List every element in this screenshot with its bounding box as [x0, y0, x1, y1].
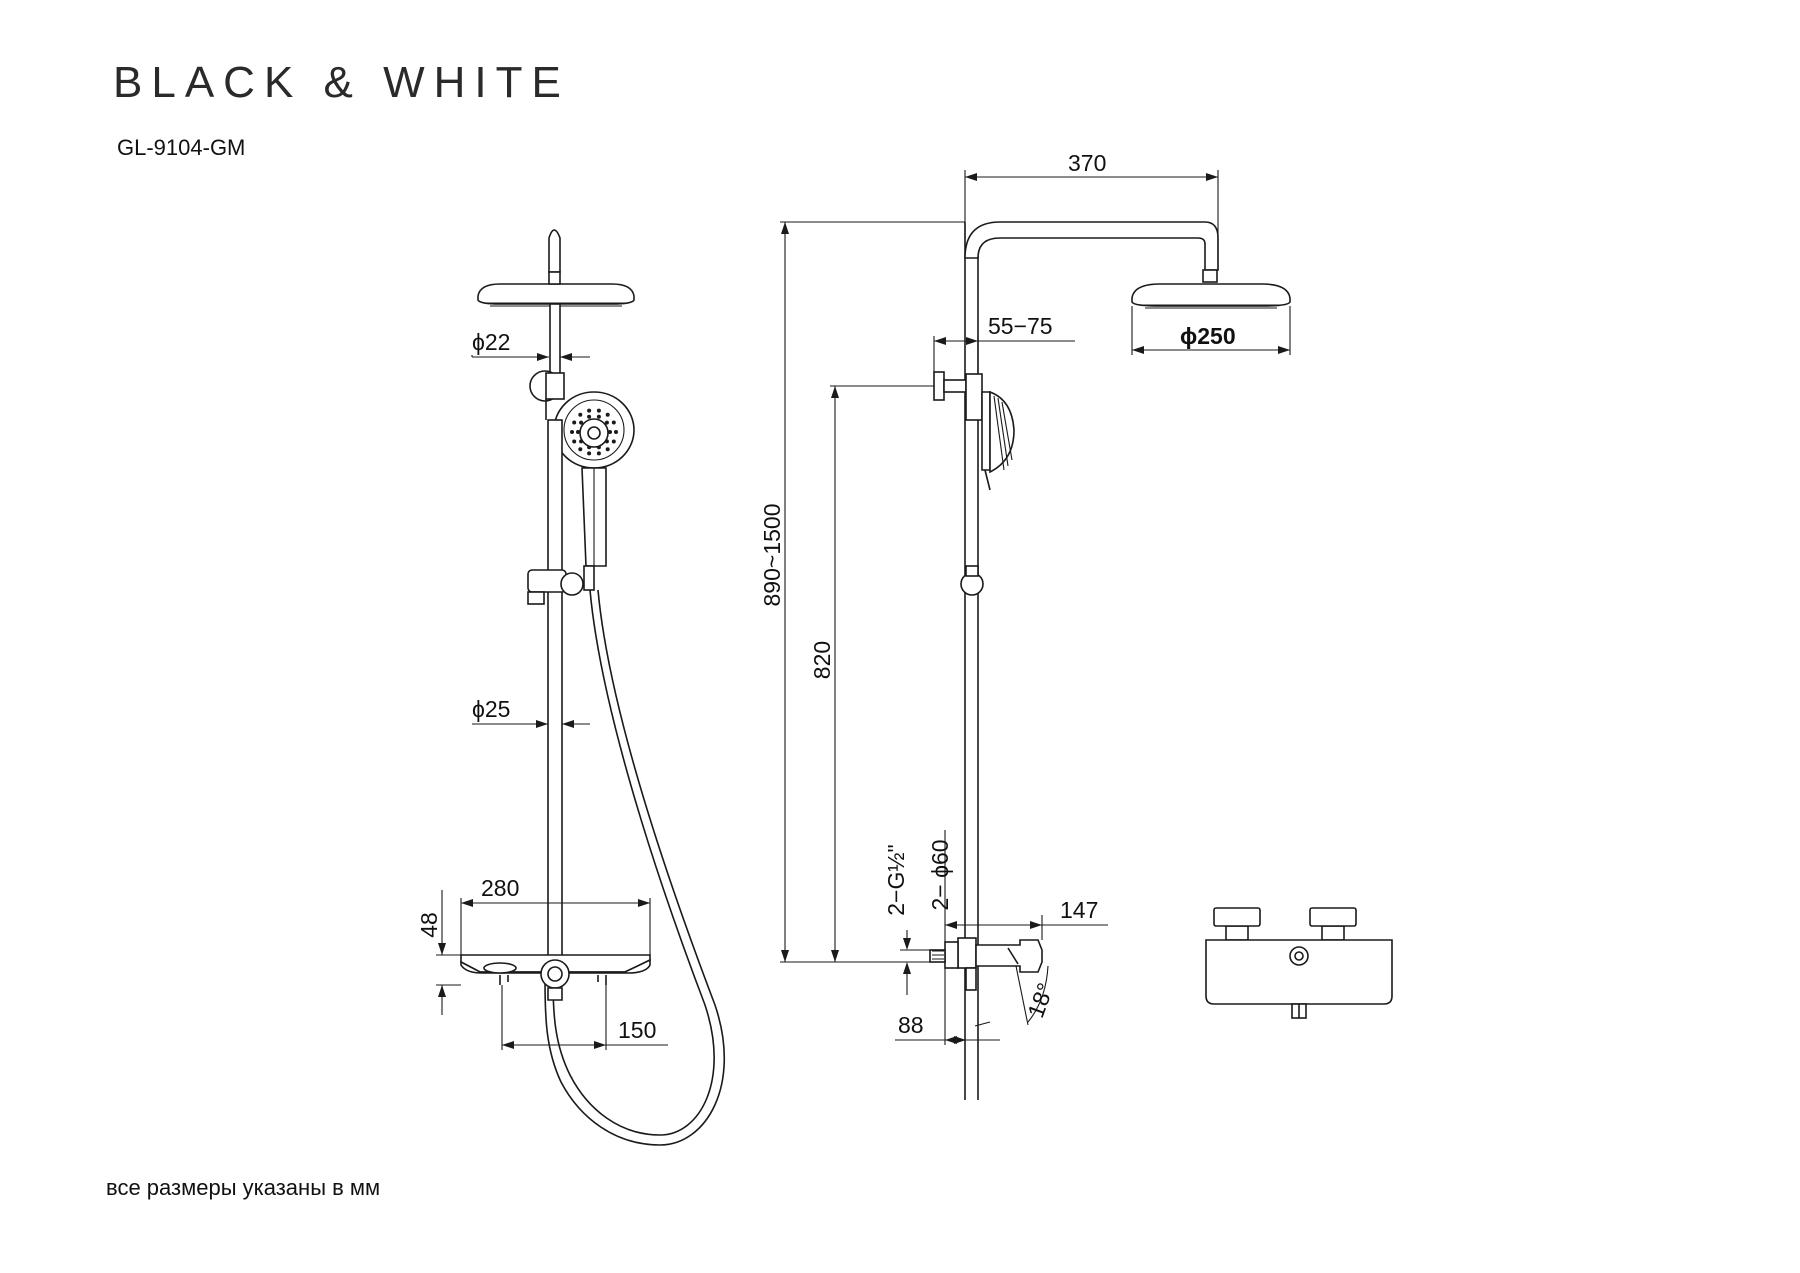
dim-angle: 18° — [1022, 979, 1058, 1021]
nozzle-dot — [614, 430, 618, 434]
units-note: все размеры указаны в мм — [106, 1175, 381, 1200]
dim-pipe-bottom: ϕ25 — [472, 696, 510, 722]
front-dimensions: ϕ22 ϕ25 280 48 150 — [416, 329, 668, 1050]
shower-hose — [552, 589, 715, 1136]
dim-inlet-thread: 2−G½" — [883, 844, 909, 915]
nozzle-dot — [578, 447, 583, 452]
dim-flange-diameter: 2− ϕ60 — [927, 839, 953, 910]
nozzle-dot — [572, 420, 577, 425]
dim-inlet-spacing: 150 — [618, 1017, 656, 1043]
nozzle-dot — [596, 408, 601, 413]
front-rain-head — [477, 283, 635, 305]
nozzle-dot — [587, 414, 592, 419]
nozzle-dot — [605, 447, 610, 452]
dim-pipe-top: ϕ22 — [472, 329, 510, 355]
front-main-pipe — [547, 419, 563, 976]
dim-bracket-offset: 55−75 — [988, 313, 1053, 339]
brand-logo: BLACK & WHITE — [113, 58, 570, 107]
side-dimensions: 370 ϕ250 55−75 890~1500 820 2− — [759, 150, 1291, 1045]
side-mixer-body — [957, 937, 977, 969]
side-arm — [964, 221, 1219, 271]
dim-total-height: 890~1500 — [759, 504, 785, 607]
front-slider — [527, 569, 567, 593]
dim-head-diameter: ϕ250 — [1180, 323, 1236, 349]
nozzle-dot — [570, 430, 574, 434]
nozzle-dot — [579, 420, 584, 425]
dim-mixer-width: 280 — [481, 875, 519, 901]
front-arm-stub — [548, 229, 561, 273]
dim-wall-offset: 88 — [898, 1012, 924, 1038]
model-number: GL-9104-GM — [117, 135, 246, 160]
front-view — [460, 229, 725, 1146]
nozzle-dot — [587, 408, 592, 413]
nozzle-dot — [596, 414, 601, 419]
side-view — [929, 221, 1291, 1100]
dim-mixer-projection: 147 — [1060, 897, 1098, 923]
nozzle-dot — [576, 430, 580, 434]
dim-mixer-height: 48 — [416, 912, 442, 938]
dim-holder-height: 820 — [809, 641, 835, 679]
nozzle-dot — [611, 439, 616, 444]
nozzle-dot — [572, 439, 577, 444]
side-rain-head — [1131, 283, 1291, 307]
nozzle-dot — [587, 451, 592, 456]
dim-arm-reach: 370 — [1068, 150, 1106, 176]
nozzle-dot — [596, 451, 601, 456]
nozzle-dot — [605, 412, 610, 417]
nozzle-dot — [608, 430, 612, 434]
mixer-top-view — [1205, 907, 1393, 1019]
nozzle-dot — [604, 420, 609, 425]
nozzle-dot — [611, 420, 616, 425]
nozzle-dot — [578, 412, 583, 417]
